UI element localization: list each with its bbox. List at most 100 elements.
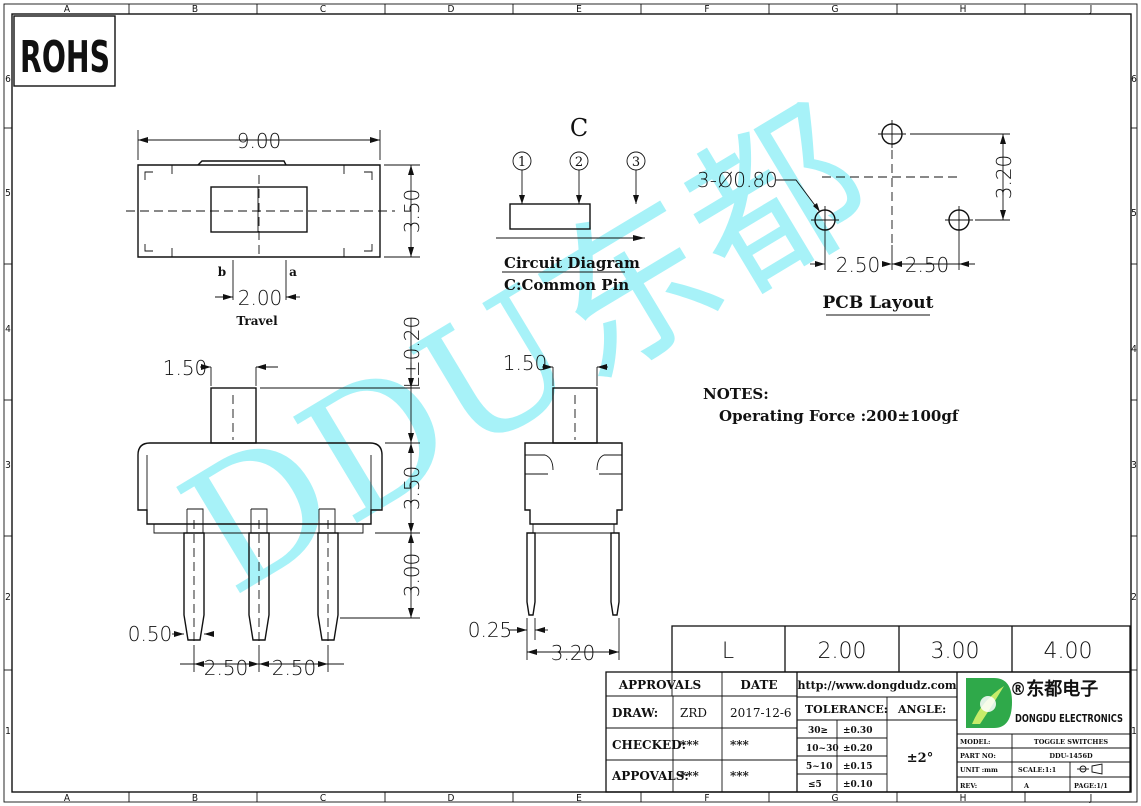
row-label-right-1: 1 xyxy=(1131,726,1137,737)
tb-company-cn: ®东都电子 xyxy=(1010,678,1098,700)
tb-unit-label: UNIT :mm xyxy=(960,766,998,774)
circuit-pin-1: 1 xyxy=(518,155,526,170)
tb-rev-label: REV: xyxy=(960,782,977,790)
tb-appovals-date: *** xyxy=(730,769,750,783)
notes: NOTES: Operating Force :200±100gf xyxy=(703,385,960,425)
front-knob-height: L±0.20 xyxy=(400,316,424,388)
tb-draw-name: ZRD xyxy=(680,706,707,720)
row-label-right-6: 6 xyxy=(1131,74,1137,85)
sheet-frame xyxy=(3,3,1138,803)
tb-angle: ANGLE: xyxy=(897,703,946,716)
side-view: 1.50 0.25 3.20 xyxy=(468,351,623,665)
tb-tol-range-4: ≤5 xyxy=(808,780,822,790)
col-label-top-b: B xyxy=(192,4,198,15)
grid-labels: A B C D E F G H J A B C D E F G H J 6 5 … xyxy=(5,4,1137,804)
front-view: 1.50 L±0.20 3.50 3.00 0.50 2.50 2.50 xyxy=(128,316,424,680)
col-label-bottom-a: A xyxy=(64,793,71,804)
col-label-top-j: J xyxy=(1089,4,1093,15)
circuit-diagram: C 1 2 3 Circuit Diagram C:Common Pin xyxy=(496,114,646,294)
row-label-right-5: 5 xyxy=(1131,208,1137,219)
circuit-caption: Circuit Diagram xyxy=(504,254,640,272)
tb-appovals-name: *** xyxy=(680,769,700,783)
tb-model-value: TOGGLE SWITCHES xyxy=(1034,738,1109,746)
side-pin-thickness: 0.25 xyxy=(468,618,513,642)
tb-page-label: PAGE:1/1 xyxy=(1074,782,1108,790)
col-label-bottom-b: B xyxy=(192,793,198,804)
pcb-pitch-left: 2.50 xyxy=(836,253,881,277)
tb-tol-value-2: ±0.20 xyxy=(843,744,872,754)
top-travel-dim: 2.00 xyxy=(238,286,283,310)
tb-part-value: DDU-1456D xyxy=(1049,752,1093,760)
pcb-vertical-dim: 3.20 xyxy=(992,155,1016,200)
l-table-value-3: 4.00 xyxy=(1044,639,1093,664)
col-label-top-h: H xyxy=(960,4,967,15)
tb-scale-label: SCALE:1:1 xyxy=(1018,766,1056,774)
row-label-left-6: 6 xyxy=(5,74,11,85)
col-label-bottom-f: F xyxy=(704,793,709,804)
row-label-left-2: 2 xyxy=(5,592,11,603)
top-pos-b: b xyxy=(218,265,226,279)
title-block: APPROVALS DATE DRAW: ZRD 2017-12-6 CHECK… xyxy=(605,671,1131,793)
top-view: 9.00 3.50 2.00 Travel b a xyxy=(126,129,424,328)
tb-company-en: DONGDU ELECTRONICS xyxy=(1015,712,1123,725)
tb-tol-value-4: ±0.10 xyxy=(843,780,872,790)
col-label-top-e: E xyxy=(576,4,582,15)
col-label-top-g: G xyxy=(832,4,839,15)
row-label-left-4: 4 xyxy=(5,324,11,335)
front-knob-width: 1.50 xyxy=(163,356,208,380)
l-table-label: L xyxy=(722,639,734,664)
company-logo-icon xyxy=(966,678,1012,728)
tb-checked-name: *** xyxy=(680,738,700,752)
col-label-bottom-e: E xyxy=(576,793,582,804)
tb-tol-value-1: ±0.30 xyxy=(843,726,872,736)
pcb-pitch-right: 2.50 xyxy=(905,253,950,277)
tb-tol-value-3: ±0.15 xyxy=(843,762,872,772)
tb-angle-value: ±2° xyxy=(907,751,933,766)
row-label-left-1: 1 xyxy=(5,726,11,737)
col-label-bottom-c: C xyxy=(320,793,326,804)
tb-model-label: MODEL: xyxy=(960,738,990,746)
tb-checked-date: *** xyxy=(730,738,750,752)
col-label-bottom-d: D xyxy=(448,793,455,804)
circuit-pin-3: 3 xyxy=(632,155,640,170)
col-label-top-a: A xyxy=(64,4,71,15)
circuit-pin-2: 2 xyxy=(575,155,583,170)
l-table-value-1: 2.00 xyxy=(818,639,867,664)
col-label-bottom-h: H xyxy=(960,793,967,804)
tb-draw-date: 2017-12-6 xyxy=(730,706,792,720)
row-label-left-3: 3 xyxy=(5,460,11,471)
front-pin-width: 0.50 xyxy=(128,622,173,646)
tb-tolerance: TOLERANCE: xyxy=(805,703,888,716)
col-label-top-f: F xyxy=(704,4,709,15)
tb-approvals: APPROVALS xyxy=(618,678,701,692)
row-label-left-5: 5 xyxy=(5,188,11,199)
top-pos-a: a xyxy=(289,265,297,279)
tb-rev-value: A xyxy=(1023,782,1030,790)
front-body-height: 3.50 xyxy=(400,466,424,511)
tb-appovals-label: APPOVALS: xyxy=(611,769,689,783)
rohs-label: ROHS xyxy=(20,32,110,83)
pcb-layout: 3.20 3-Ø0.80 2.50 2.50 PCB Layout xyxy=(697,120,1016,316)
front-pitch-left: 2.50 xyxy=(204,656,249,680)
grid-ticks xyxy=(4,4,1137,802)
row-label-right-2: 2 xyxy=(1131,592,1137,603)
l-table: L 2.00 3.00 4.00 xyxy=(671,625,1131,673)
col-label-top-d: D xyxy=(448,4,455,15)
pcb-hole-dim: 3-Ø0.80 xyxy=(697,168,778,192)
tb-tol-range-2: 10~30 xyxy=(806,744,839,754)
side-width: 3.20 xyxy=(551,641,596,665)
side-knob-width: 1.50 xyxy=(503,351,548,375)
col-label-bottom-j: J xyxy=(1089,793,1093,804)
top-width-dim: 9.00 xyxy=(237,129,282,153)
row-label-right-3: 3 xyxy=(1131,460,1137,471)
tb-url: http://www.dongdudz.com xyxy=(798,679,957,692)
row-label-right-4: 4 xyxy=(1131,344,1137,355)
rohs-box: ROHS xyxy=(13,15,116,87)
l-table-value-2: 3.00 xyxy=(931,639,980,664)
front-pitch-right: 2.50 xyxy=(272,656,317,680)
notes-heading: NOTES: xyxy=(703,385,769,403)
tb-tol-range-1: 30≥ xyxy=(808,726,828,736)
top-travel-label: Travel xyxy=(236,314,278,328)
